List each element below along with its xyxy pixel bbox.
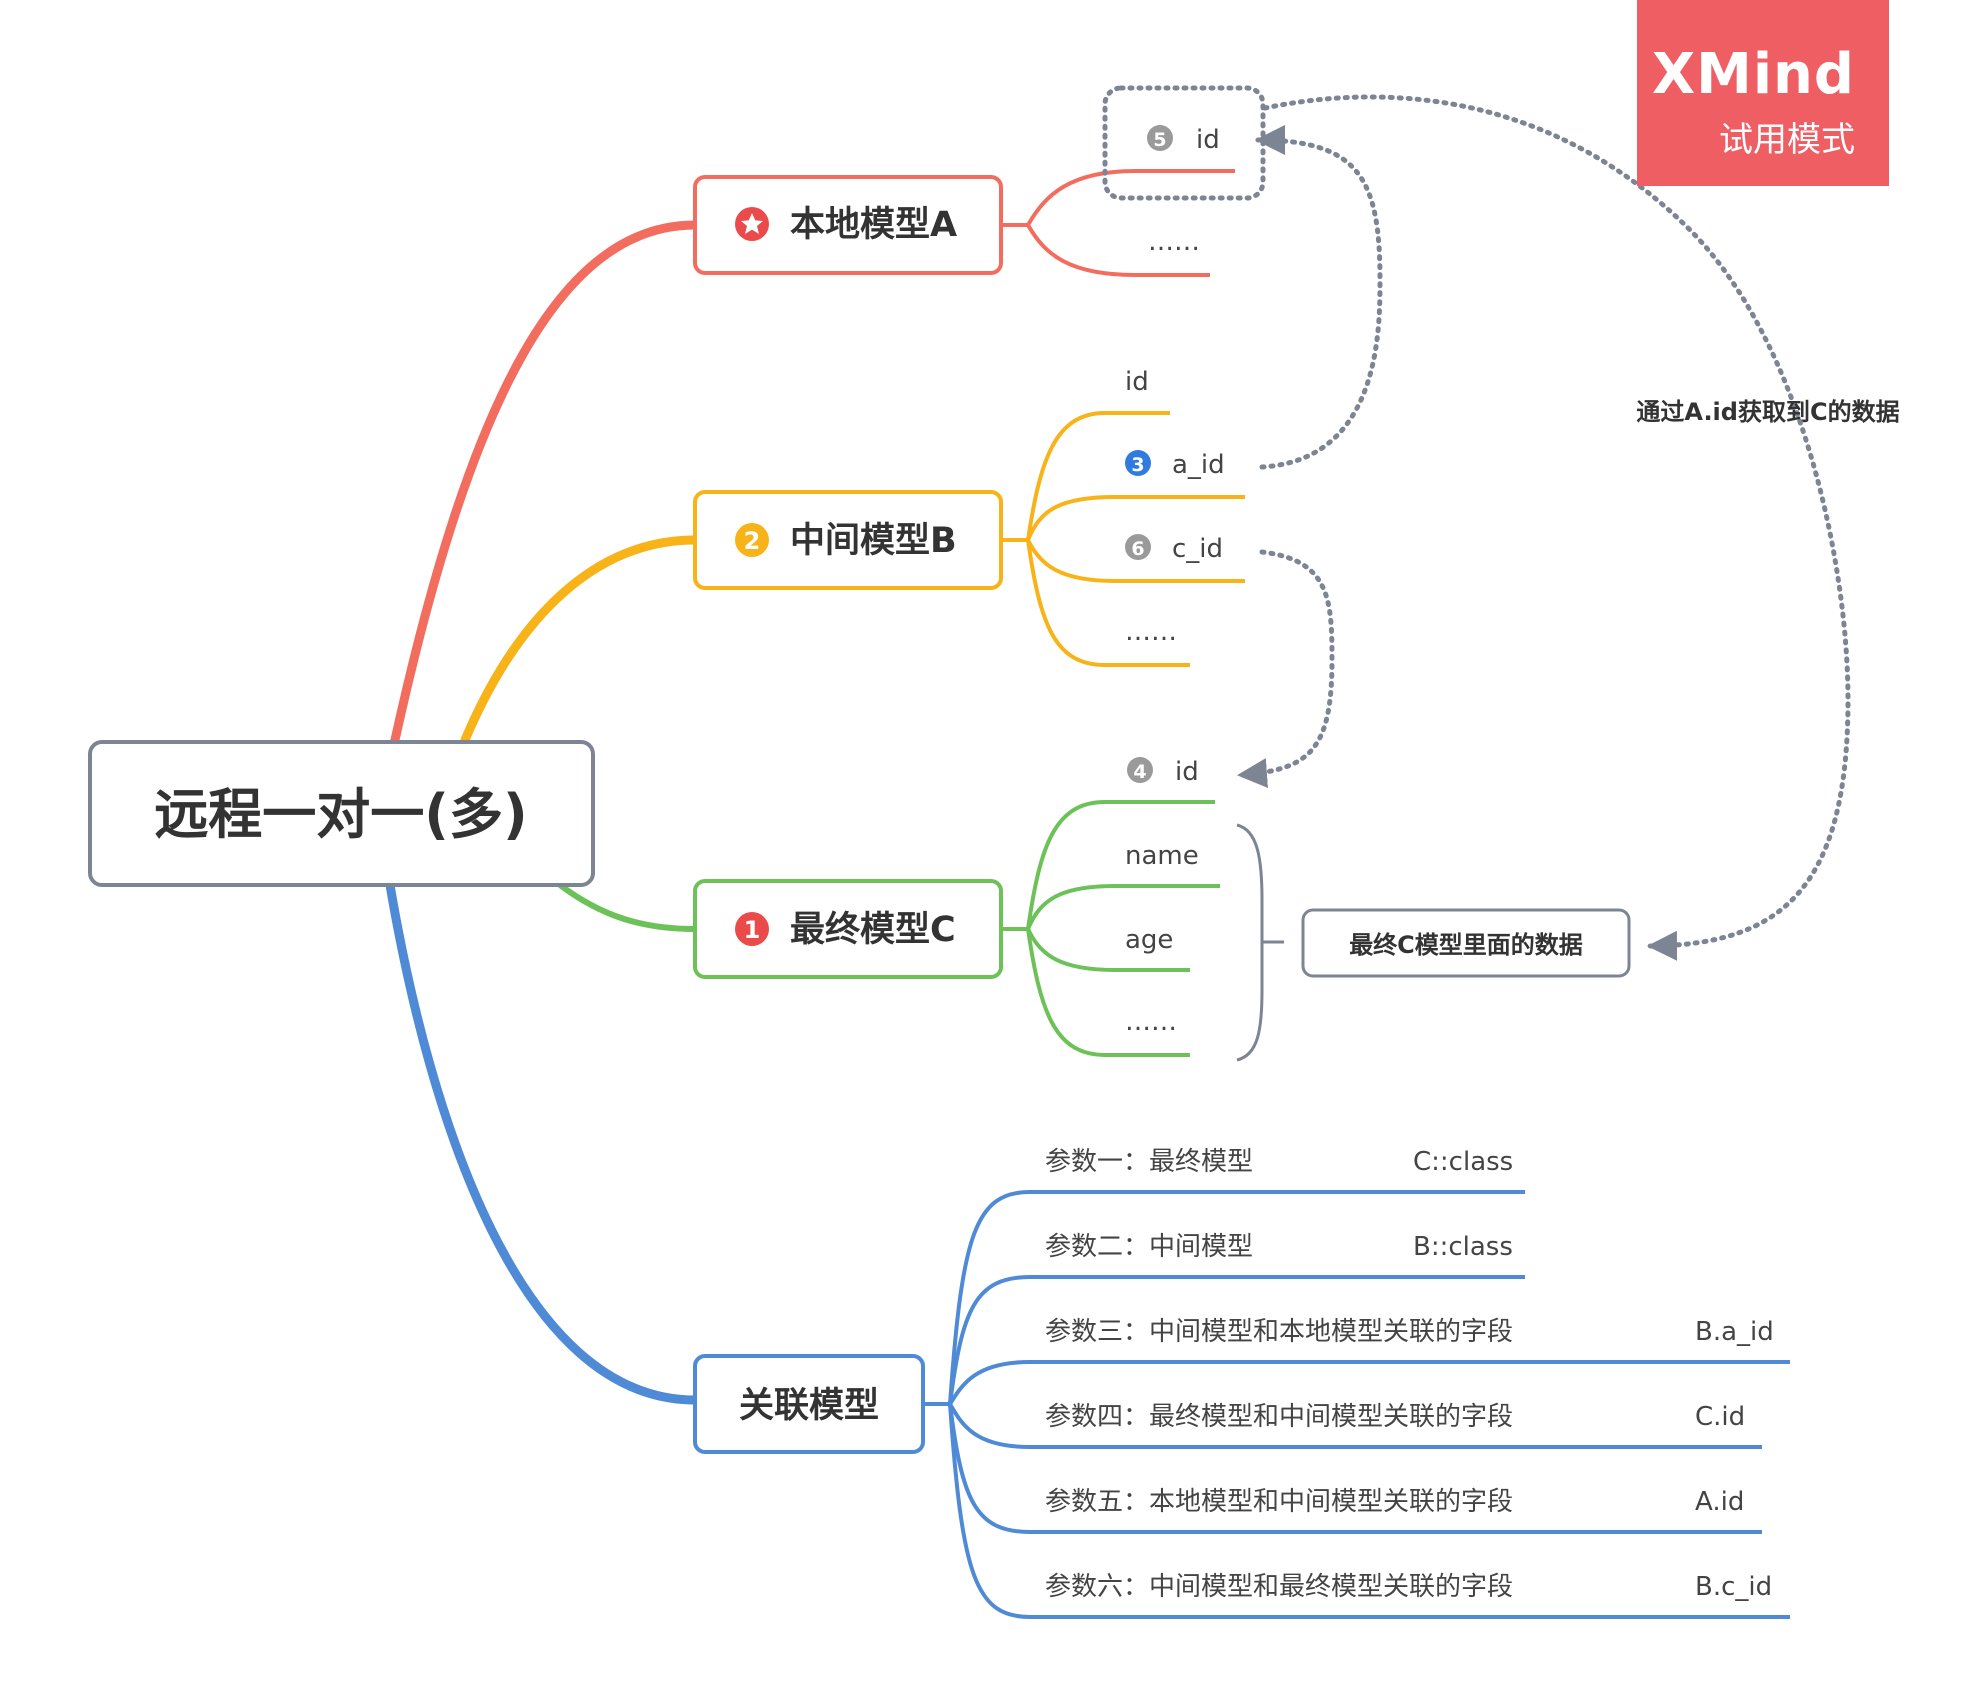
param-line-3 bbox=[948, 1360, 1790, 1406]
watermark-mode: 试用模式 bbox=[1719, 120, 1855, 160]
param-value-3: B.a_id bbox=[1695, 1317, 1774, 1347]
node-b-label: 中间模型B bbox=[790, 521, 957, 561]
param-line-4 bbox=[948, 1403, 1762, 1449]
node-b-child-more[interactable]: …… bbox=[1125, 617, 1177, 647]
node-c-child-id[interactable]: id bbox=[1175, 757, 1199, 787]
badge-5-icon bbox=[1147, 125, 1173, 151]
summary-bracket bbox=[1236, 823, 1264, 1062]
child-line-c-1 bbox=[1026, 800, 1215, 930]
badge-6-icon bbox=[1125, 534, 1151, 560]
node-a-child-more[interactable]: …… bbox=[1148, 227, 1200, 257]
param-value-4: C.id bbox=[1695, 1402, 1745, 1432]
child-line-c-2 bbox=[1026, 884, 1220, 930]
child-line-b-2 bbox=[1026, 495, 1245, 541]
param-line-5 bbox=[948, 1403, 1762, 1534]
node-d-label: 关联模型 bbox=[739, 1386, 879, 1426]
node-local-model-a[interactable]: 本地模型A bbox=[693, 175, 1003, 275]
badge-3-text: 3 bbox=[1131, 454, 1144, 476]
param-text-3[interactable]: 参数三：中间模型和本地模型关联的字段 bbox=[1045, 1317, 1513, 1347]
child-line-b-4 bbox=[1026, 539, 1190, 667]
trial-watermark: XMind 试用模式 bbox=[1637, 0, 1889, 186]
node-a-label: 本地模型A bbox=[790, 205, 957, 245]
badge-1-text: 1 bbox=[744, 916, 761, 944]
child-line-c-4 bbox=[1026, 928, 1190, 1057]
node-a-child-id[interactable]: id bbox=[1196, 125, 1220, 155]
badge-1-icon bbox=[735, 912, 769, 946]
param-line-6 bbox=[948, 1403, 1790, 1619]
child-line-c-3 bbox=[1026, 928, 1190, 972]
relation-a-to-summary[interactable] bbox=[1262, 94, 1851, 961]
badge-5-text: 5 bbox=[1153, 129, 1166, 151]
param-text-4[interactable]: 参数四：最终模型和中间模型关联的字段 bbox=[1045, 1402, 1513, 1432]
node-b-child-c-id[interactable]: c_id bbox=[1172, 534, 1223, 564]
badge-3-icon bbox=[1125, 450, 1151, 476]
summary-label: 最终C模型里面的数据 bbox=[1349, 931, 1583, 959]
param-text-5[interactable]: 参数五：本地模型和中间模型关联的字段 bbox=[1045, 1487, 1513, 1517]
relation-annotation: 通过A.id获取到C的数据 bbox=[1636, 398, 1899, 426]
param-value-6: B.c_id bbox=[1695, 1572, 1772, 1602]
badge-2-icon bbox=[735, 523, 769, 557]
badge-6-text: 6 bbox=[1131, 538, 1144, 560]
param-value-1: C::class bbox=[1413, 1147, 1513, 1177]
relation-a-id-to-b-a-id[interactable] bbox=[1255, 125, 1383, 470]
node-b-child-id[interactable]: id bbox=[1125, 367, 1149, 397]
param-text-1[interactable]: 参数一：最终模型 bbox=[1045, 1147, 1253, 1177]
child-line-b-3 bbox=[1026, 539, 1245, 583]
branch-line-a bbox=[390, 220, 700, 745]
star-shape bbox=[741, 213, 763, 234]
root-label: 远程一对一(多) bbox=[154, 783, 527, 846]
summary-node[interactable]: 最终C模型里面的数据 bbox=[1301, 908, 1631, 978]
branch-line-b bbox=[460, 535, 700, 745]
node-final-model-c[interactable]: 1 最终模型C bbox=[693, 879, 1003, 979]
relation-b-c-id-to-c-id[interactable] bbox=[1237, 549, 1335, 789]
param-text-6[interactable]: 参数六：中间模型和最终模型关联的字段 bbox=[1045, 1572, 1513, 1602]
node-c-child-more[interactable]: …… bbox=[1125, 1007, 1177, 1037]
node-c-child-age[interactable]: age bbox=[1125, 925, 1173, 955]
param-value-2: B::class bbox=[1413, 1232, 1513, 1262]
child-line-a-2 bbox=[1026, 224, 1210, 277]
param-text-2[interactable]: 参数二：中间模型 bbox=[1045, 1232, 1253, 1262]
root-node[interactable]: 远程一对一(多) bbox=[88, 740, 595, 887]
node-c-label: 最终模型C bbox=[790, 910, 956, 950]
branch-line-c bbox=[557, 882, 698, 932]
watermark-brand: XMind bbox=[1651, 42, 1855, 107]
selection-outline bbox=[1102, 85, 1266, 201]
node-b-child-a-id[interactable]: a_id bbox=[1172, 450, 1225, 480]
branch-line-d bbox=[385, 880, 700, 1405]
node-c-child-name[interactable]: name bbox=[1125, 841, 1199, 871]
param-line-2 bbox=[948, 1275, 1525, 1405]
param-value-5: A.id bbox=[1695, 1487, 1744, 1517]
badge-4-text: 4 bbox=[1133, 761, 1146, 783]
child-line-a-1 bbox=[1026, 169, 1235, 226]
node-middle-model-b[interactable]: 2 中间模型B bbox=[693, 490, 1003, 590]
badge-4-icon bbox=[1127, 757, 1153, 783]
badge-2-text: 2 bbox=[744, 527, 761, 555]
child-line-b-1 bbox=[1026, 411, 1170, 541]
node-relation-model[interactable]: 关联模型 bbox=[693, 1354, 925, 1454]
param-line-1 bbox=[948, 1190, 1525, 1405]
